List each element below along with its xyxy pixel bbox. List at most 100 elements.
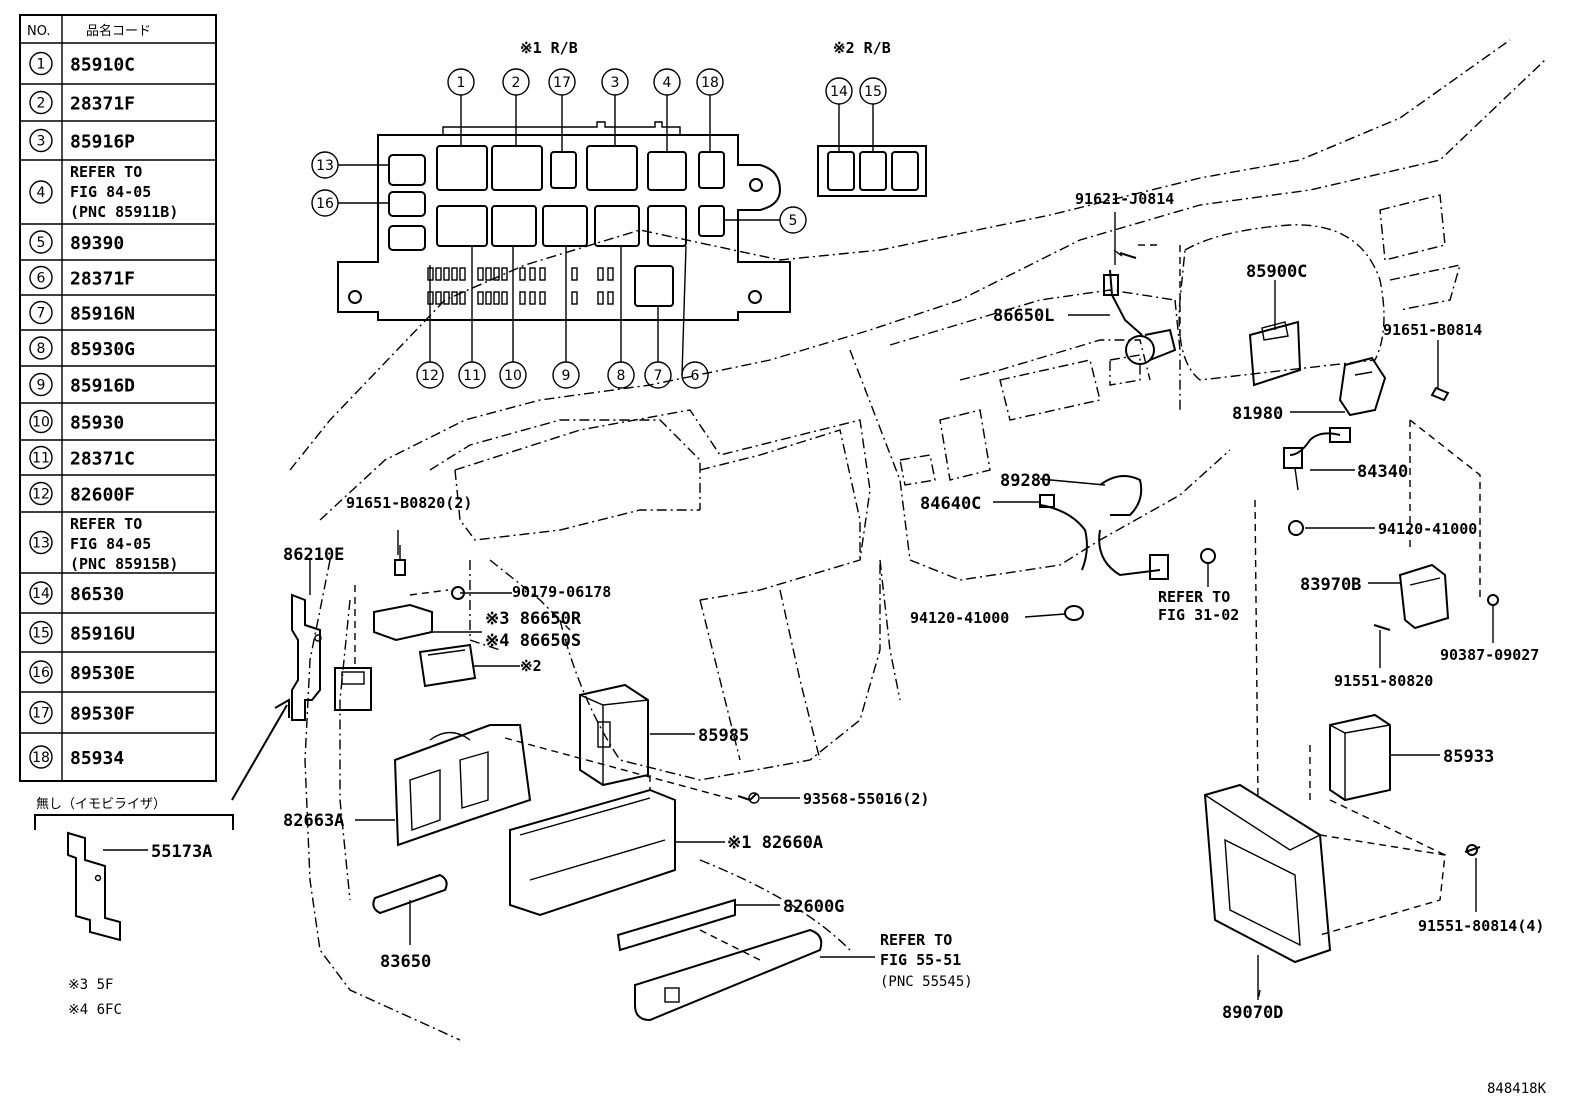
table-row-number: 9 (37, 378, 46, 394)
table-row-code-line: FIG 84-05 (70, 183, 151, 201)
table-row-code-line: REFER TO (70, 163, 142, 181)
label-x2: ※2 (520, 657, 542, 675)
dashboard-outline (289, 39, 1546, 1041)
callout-number: 18 (701, 75, 719, 91)
table-row-code: 28371F (70, 269, 135, 290)
table-row-code: 89530F (70, 704, 135, 725)
table-row-number: 11 (32, 451, 50, 467)
callout-circle (779, 206, 807, 234)
label-84640C: 84640C (920, 494, 981, 514)
table-row-number-circle (29, 265, 53, 290)
callout-circle (502, 68, 530, 96)
table-row-number: 5 (37, 235, 46, 251)
callout-circle (447, 68, 475, 96)
table-row-number-circle (29, 700, 53, 725)
label-83650: 83650 (380, 952, 431, 972)
refer-55-51-line1: REFER TO (880, 931, 952, 949)
label-90387-09027: 90387-09027 (1440, 646, 1539, 664)
label-91551-80814: 91551-80814(4) (1418, 917, 1544, 935)
label-91551-80820: 91551-80820 (1334, 672, 1433, 690)
table-row-code: 85930 (70, 413, 124, 434)
table-row-number-circle (29, 336, 53, 360)
table-row-number-circle (29, 581, 53, 605)
label-86650L: 86650L (993, 306, 1054, 326)
callout-circle (859, 77, 887, 105)
table-row-number: 4 (37, 185, 46, 201)
table-row-number: 12 (32, 487, 50, 503)
label-82660A: ※1 82660A (727, 833, 823, 853)
table-row-code-line: FIG 84-05 (70, 535, 151, 553)
callout-circle (548, 68, 576, 96)
callout-number: 12 (421, 368, 439, 384)
callout-circle (825, 77, 853, 105)
callout-circle (458, 361, 486, 389)
table-row-code: 85916U (70, 624, 135, 645)
label-82600G: 82600G (783, 897, 844, 917)
callout-number: 14 (830, 84, 848, 100)
table-row-number-circle (29, 409, 53, 434)
callout-number: 8 (617, 368, 626, 384)
callout-circle (681, 361, 709, 389)
table-row-code: 85930G (70, 339, 135, 360)
immobilizer-label: 無し（イモビライザ） (36, 797, 166, 812)
callout-number: 1 (457, 75, 466, 91)
table-row-code: 85916P (70, 132, 135, 153)
table-row-code: 86530 (70, 584, 124, 605)
label-85985: 85985 (698, 726, 749, 746)
right-assembly (1039, 249, 1499, 964)
label-91651-B0820: 91651-B0820(2) (346, 494, 472, 512)
table-row-code: 85910C (70, 55, 135, 76)
table-row-code: 28371C (70, 449, 135, 470)
table-row-number: 6 (37, 271, 46, 287)
callout-circle (499, 361, 527, 389)
table-row-number-circle (29, 745, 53, 769)
table-row-number: 15 (32, 626, 50, 642)
callout-circle (607, 361, 635, 389)
table-row-number: 3 (37, 134, 46, 150)
rb2-label: ※2 R/B (833, 39, 891, 57)
label-55173A: 55173A (151, 842, 212, 862)
table-row-code: 85934 (70, 748, 124, 769)
label-85900C: 85900C (1246, 262, 1307, 282)
callout-number: 11 (463, 368, 481, 384)
callout-number: 5 (789, 213, 798, 229)
table-row-code-line: REFER TO (70, 515, 142, 533)
table-row-number-circle (29, 660, 53, 684)
label-93568-55016: 93568-55016(2) (803, 790, 929, 808)
table-frame (19, 14, 217, 782)
table-row-code-line: (PNC 85915B) (70, 555, 178, 573)
table-row-number-circle (29, 180, 53, 204)
part-labels: 55173A 91651-B0820(2) 86210E 90179-06178… (36, 190, 1547, 1097)
table-row-number-circle (29, 530, 53, 555)
table-row-number-circle (29, 372, 53, 397)
label-86650S: ※4 86650S (485, 631, 581, 651)
callout-circle (601, 68, 629, 96)
callout-number: 4 (663, 75, 672, 91)
table-row-number: 17 (32, 706, 50, 722)
label-82663A: 82663A (283, 811, 344, 831)
label-81980: 81980 (1232, 404, 1283, 424)
table-row-number: 8 (37, 341, 46, 357)
table-row-number-circle (29, 300, 53, 325)
callout-number: 15 (864, 84, 882, 100)
label-89280: 89280 (1000, 471, 1051, 491)
table-row-number: 2 (37, 96, 46, 112)
table-row-number: 13 (32, 536, 50, 552)
refer-55-51-line2: FIG 55-51 (880, 951, 961, 969)
label-84340: 84340 (1357, 462, 1408, 482)
table-row-number: 16 (32, 665, 50, 681)
callout-number: 10 (504, 368, 522, 384)
callout-circle (552, 361, 580, 389)
callout-number: 6 (691, 368, 700, 384)
rb1-label: ※1 R/B (520, 39, 578, 57)
callout-number: 9 (562, 368, 571, 384)
table-row-code-line: (PNC 85911B) (70, 203, 178, 221)
callout-circle (311, 189, 339, 217)
callout-number: 3 (611, 75, 620, 91)
relation-lines (354, 244, 1481, 1001)
table-row-code: 89390 (70, 233, 124, 254)
